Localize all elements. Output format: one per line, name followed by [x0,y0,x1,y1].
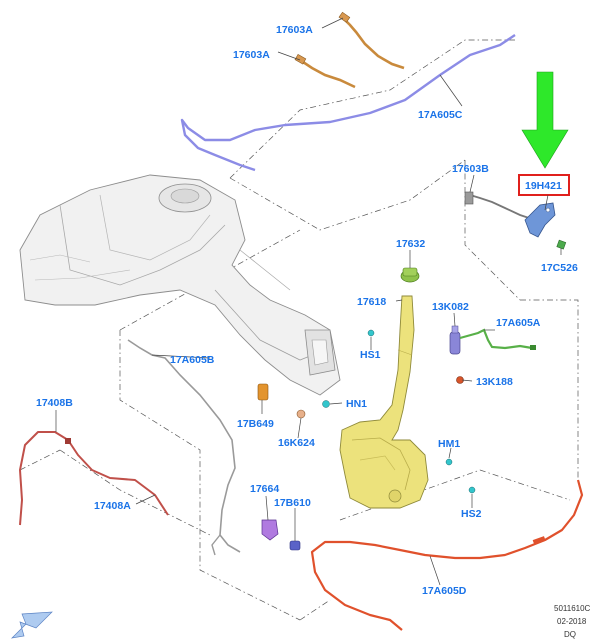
callout-13K082: 13K082 [432,301,469,313]
washer-reservoir [339,295,429,509]
reservoir-cap [400,267,420,283]
callout-16K624: 16K624 [278,437,315,449]
callout-17A605C: 17A605C [418,109,463,121]
grommet-16K624 [296,409,306,419]
hose-coupler [532,536,546,545]
callout-HS2: HS2 [461,508,482,520]
footer-code: 5011610C [554,604,591,613]
washer-pump [449,325,461,355]
washer-jet-mid [294,53,356,89]
callout-17664: 17664 [250,483,279,495]
footer-initials: DQ [564,630,576,639]
figure-reference: 5011610C 02-2018 DQ [554,604,591,639]
callout-13K188: 13K188 [476,376,513,388]
callout-19H421: 19H421 [525,180,562,192]
callout-HM1: HM1 [438,438,460,450]
callout-17A605B: 17A605B [170,354,215,366]
callout-17C526: 17C526 [541,262,578,274]
green-down-arrow-icon [521,71,569,169]
callout-17408A: 17408A [94,500,131,512]
callout-17618: 17618 [357,296,386,308]
bracket-19H421 [524,202,556,238]
fasteners [322,329,476,494]
pump-tube-17A605A [459,328,533,350]
callout-17632: 17632 [396,238,425,250]
tube-17A605B [127,339,241,553]
connector-17B649 [257,383,269,401]
callout-17A605D: 17A605D [422,585,467,597]
callout-17B610: 17B610 [274,497,311,509]
callout-17603A-mid: 17603A [233,49,270,61]
rear-washer-jet [464,191,536,221]
footer-date: 02-2018 [557,617,587,626]
callout-17408B: 17408B [36,397,73,409]
callout-HN1: HN1 [346,398,367,410]
callout-HS1: HS1 [360,349,381,361]
pump-tube-end [530,345,536,350]
leader-lines [55,17,562,586]
callout-17603B: 17603B [452,163,489,175]
front-direction-arrow-icon [10,611,53,639]
tube-17A605B-branch [211,534,221,556]
connector-17B610 [289,540,301,551]
washer-hose-17A605C [180,34,516,172]
pump-17664 [261,519,279,541]
callout-17A605A: 17A605A [496,317,541,329]
rear-hose-clip [65,438,71,444]
washer-jet-top [338,11,405,70]
clip-17C526 [556,239,567,250]
washer-hose-17A605D [310,479,584,631]
callout-17B649: 17B649 [237,418,274,430]
highlight-box [518,174,570,196]
body-structure [19,174,341,396]
callout-17603A-top: 17603A [276,24,313,36]
callout-labels: 17603A 17603A 17A605C 17603B 19H421 17C5… [36,24,578,597]
